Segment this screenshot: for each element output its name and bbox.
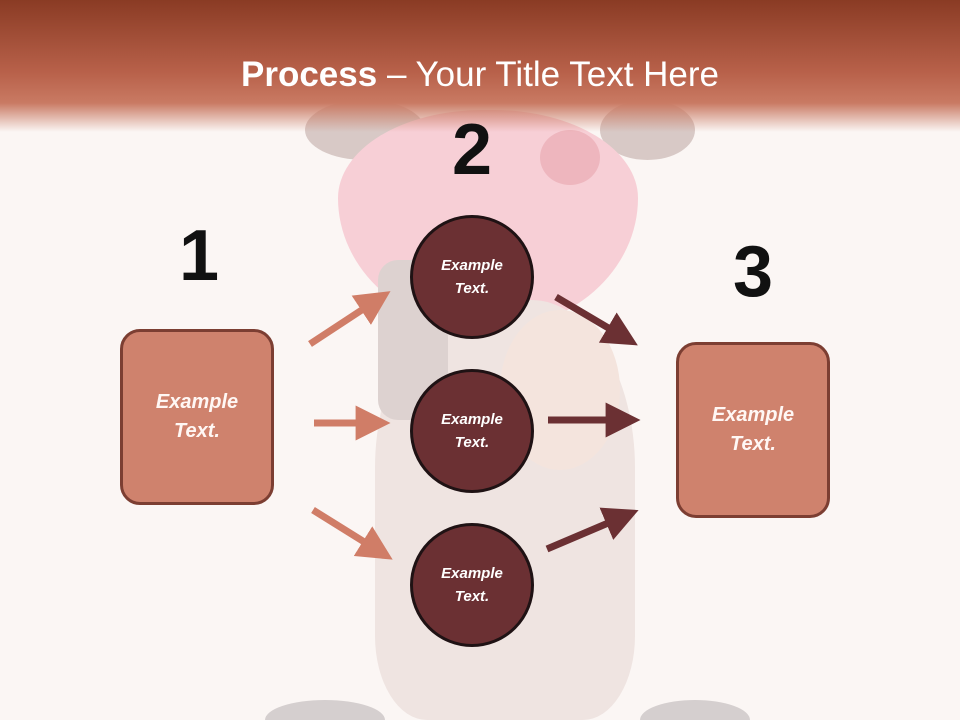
arrow-icon <box>308 291 391 347</box>
circle-text: Example Text. <box>441 565 503 605</box>
step-number-3: 3 <box>732 232 774 312</box>
step-3-box: Example Text. <box>676 342 830 518</box>
step-number-2: 2 <box>451 110 493 190</box>
photo-shape <box>640 700 750 720</box>
step-3-text: Example Text. <box>711 404 795 455</box>
step-number-1: 1 <box>178 216 220 296</box>
title-rest: – Your Title Text Here <box>377 55 719 94</box>
photo-shape <box>540 130 600 185</box>
step-2-circle-top: Example Text. <box>410 215 534 339</box>
arrow-icon <box>554 293 638 346</box>
circle-text: Example Text. <box>441 257 503 297</box>
arrow-icon <box>311 507 393 560</box>
title-bold: Process <box>241 55 378 94</box>
step-2-circle-middle: Example Text. <box>410 369 534 493</box>
step-1-box: Example Text. <box>120 329 274 505</box>
circle-text: Example Text. <box>441 411 503 451</box>
slide-title: Process – Your Title Text Here <box>0 52 960 98</box>
step-1-text: Example Text. <box>155 391 239 442</box>
title-band <box>0 0 960 132</box>
arrow-icon <box>545 507 639 553</box>
step-2-circle-bottom: Example Text. <box>410 523 534 647</box>
photo-shape <box>265 700 385 720</box>
